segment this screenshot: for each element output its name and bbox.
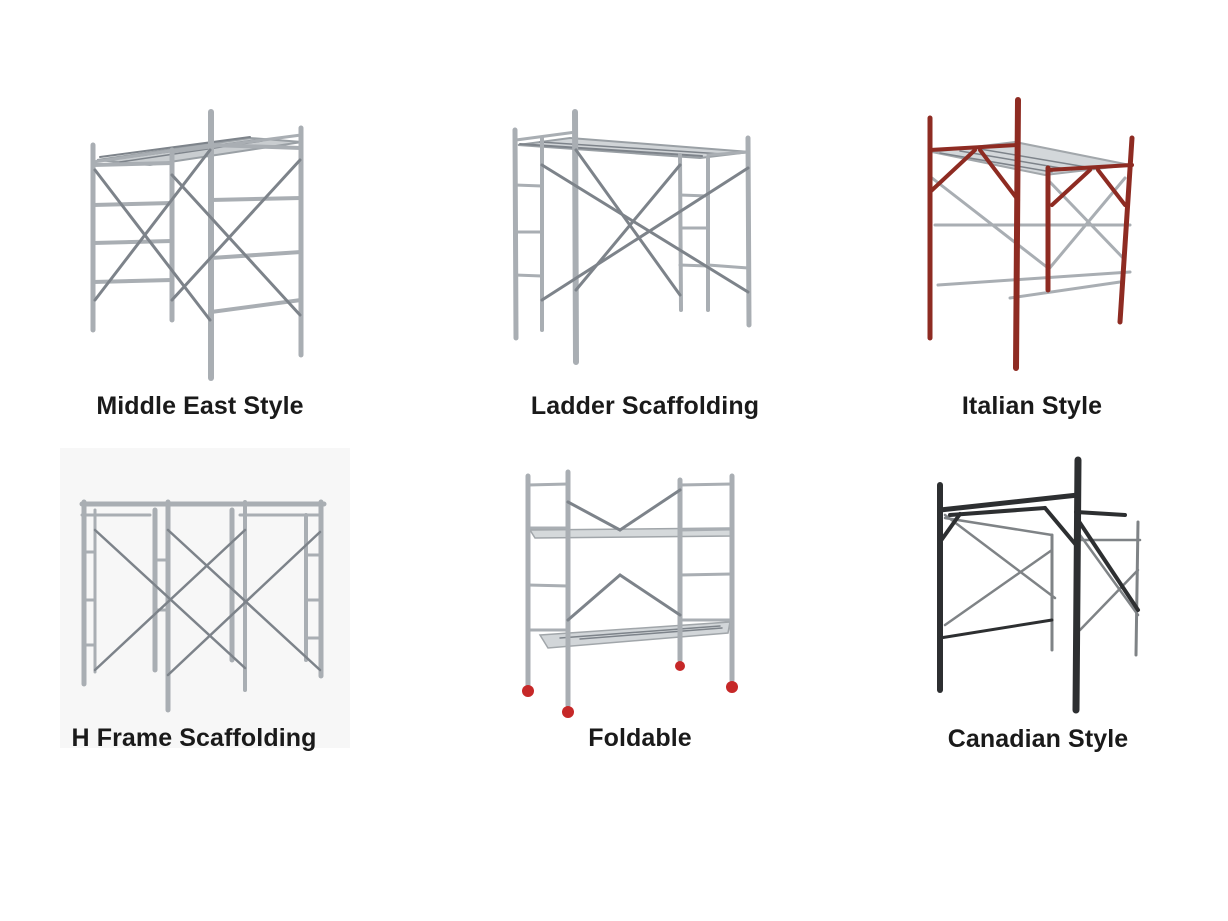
product-title: Italian Style [961,392,1103,420]
ladder-scaffold-image [512,109,752,365]
foldable-scaffold-image [522,469,738,718]
product-title: Canadian Style [947,725,1129,753]
h-frame-scaffold-image [60,448,350,748]
middle-east-scaffold-image [90,109,304,381]
product-middle-east-style[interactable]: Middle East Style [0,0,410,440]
product-foldable[interactable]: Foldable [410,440,820,770]
product-h-frame-scaffolding[interactable]: H Frame Scaffolding [0,440,410,770]
product-canadian-style[interactable]: Canadian Style [820,440,1228,770]
canadian-scaffold-image [937,456,1142,714]
product-ladder-scaffolding[interactable]: Ladder Scaffolding [410,0,820,440]
product-title: Foldable [588,724,692,752]
product-title: H Frame Scaffolding [71,724,317,752]
product-title: Ladder Scaffolding [530,392,760,420]
product-title: Middle East Style [96,392,304,420]
italian-scaffold-image [927,97,1135,371]
product-italian-style[interactable]: Italian Style [820,0,1228,440]
